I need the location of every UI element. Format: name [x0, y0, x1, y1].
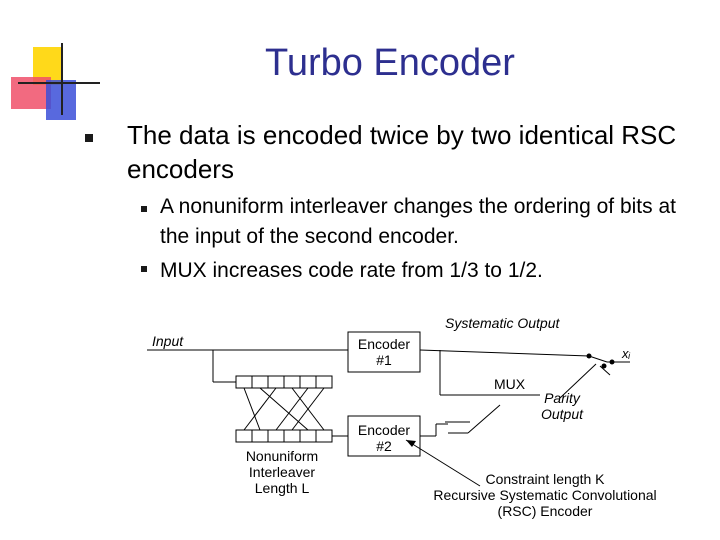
systematic-output-label: Systematic Output: [445, 315, 560, 331]
switch-arm: [599, 365, 611, 376]
bullet-square-icon: [141, 206, 147, 212]
switch-blade: [588, 355, 608, 363]
logo-horizontal-line: [18, 82, 100, 84]
encoder1-label: Encoder #1: [357, 336, 411, 368]
switch-contact-mid: [601, 363, 607, 369]
encoder2-to-mux-line: [467, 404, 501, 434]
switch-contact-right: [609, 359, 615, 365]
rsc-pointer-line: [405, 439, 481, 487]
interleaver-label: Nonuniform Interleaver Length L: [245, 448, 319, 496]
slide-logo: [0, 0, 100, 130]
logo-vertical-line: [61, 43, 63, 115]
sub-bullet-mux: MUX increases code rate from 1/3 to 1/2.: [160, 259, 543, 282]
encoder1-box: [347, 331, 421, 373]
rsc-encoder-note: Constraint length K Recursive Systematic…: [433, 471, 657, 519]
bullet-square-icon: [141, 266, 147, 272]
interleaver-connections: [243, 387, 325, 431]
mux-label: MUX: [494, 376, 526, 392]
input-label: Input: [152, 333, 184, 349]
parity-output-label: Parity Output: [540, 390, 584, 422]
xi-label: xᵢ: [622, 346, 631, 361]
slide-title: Turbo Encoder: [265, 42, 515, 84]
bullet-main-text: The data is encoded twice by two identic…: [127, 120, 677, 184]
encoder2-label: Encoder #2: [357, 422, 411, 454]
sub-bullet-interleaver: A nonuniform interleaver changes the ord…: [160, 195, 676, 248]
parity-feed-line: [559, 363, 597, 399]
bullet-square-icon: [85, 134, 93, 142]
systematic-output-line: [419, 349, 590, 357]
switch-contact-top: [586, 353, 592, 359]
rsc-arrow-head-icon: [406, 440, 416, 447]
